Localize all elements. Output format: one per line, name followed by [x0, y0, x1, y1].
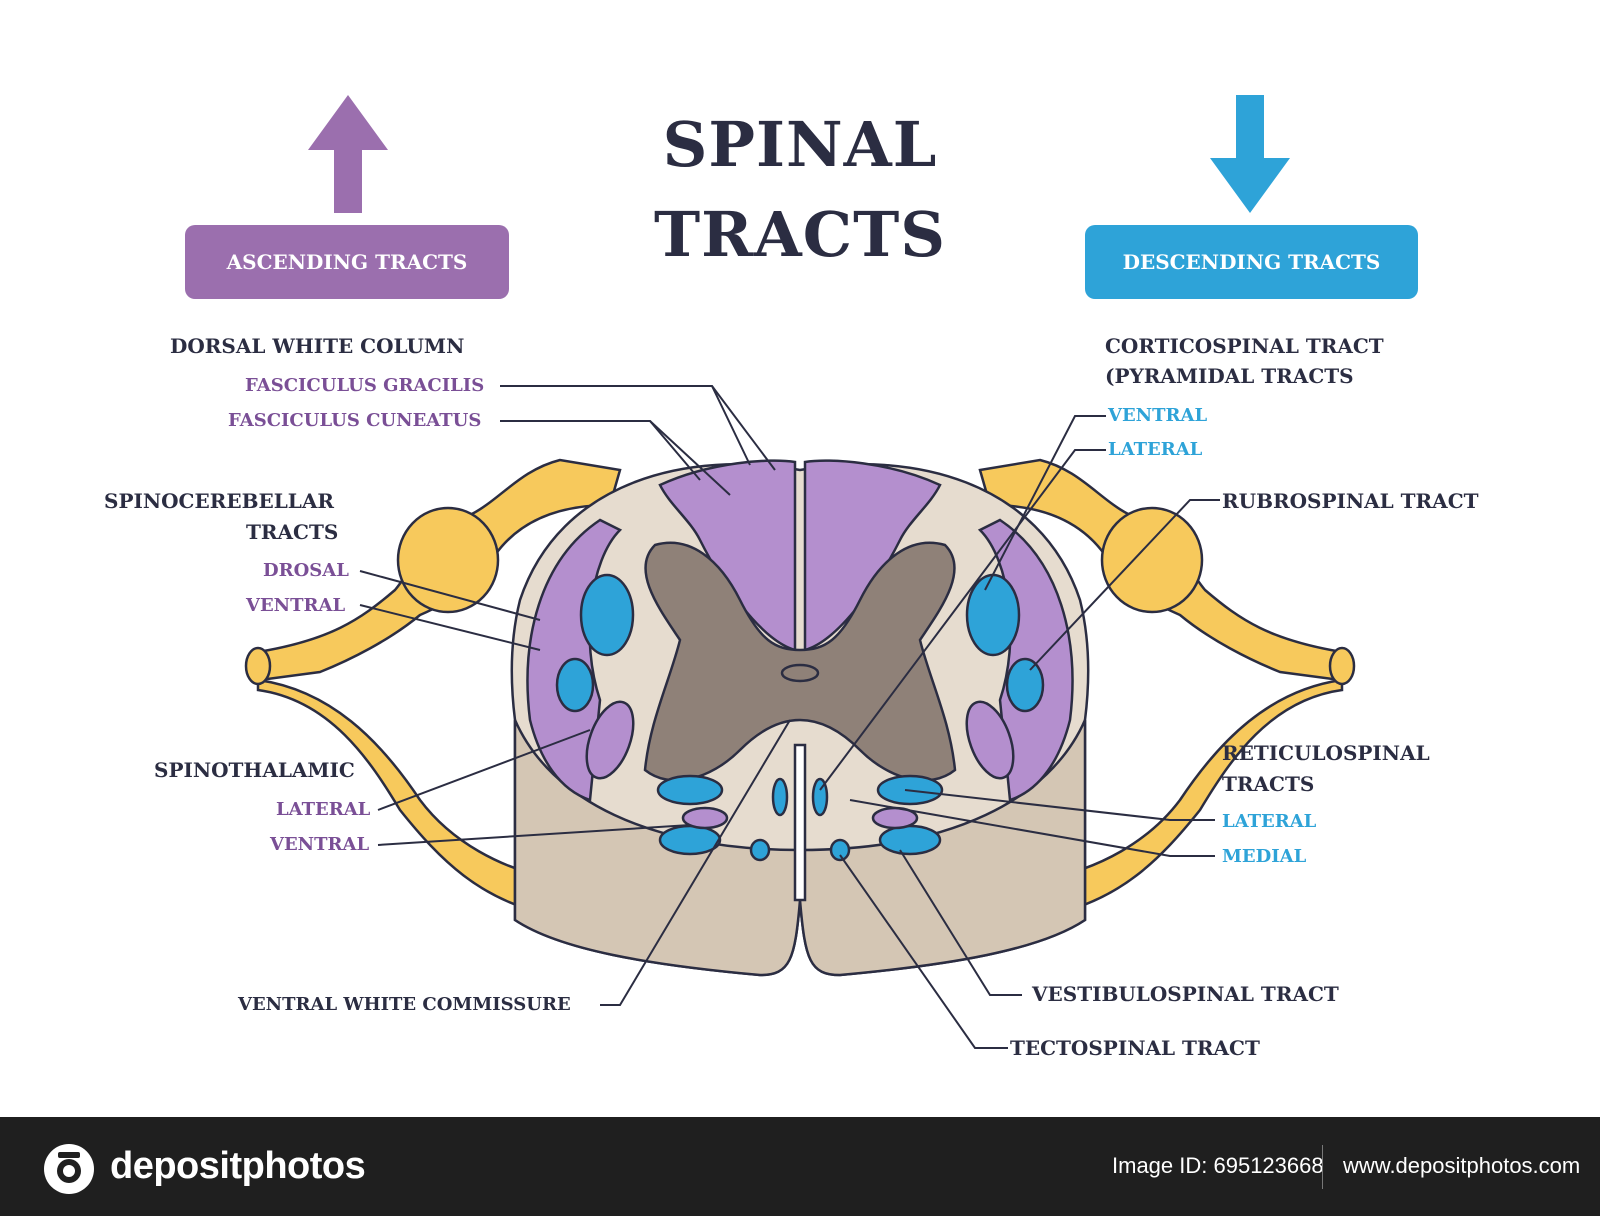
corticospinal-tract-label: CORTICOSPINAL TRACT — [1105, 334, 1384, 358]
fasciculus-cuneatus-label: FASCICULUS CUNEATUS — [228, 410, 482, 431]
descending-tracts-banner: DESCENDING TRACTS — [1085, 225, 1418, 299]
pyramidal-tracts-label: (PYRAMIDAL TRACTS — [1105, 364, 1354, 388]
spinothalamic-label: SPINOTHALAMIC — [154, 758, 355, 782]
depositphotos-logo-icon — [44, 1144, 94, 1194]
ventral-white-commissure-label: VENTRAL WHITE COMMISSURE — [238, 994, 571, 1015]
spinal-cord-section — [510, 459, 1090, 977]
spinocerebellar-label: SPINOCEREBELLAR — [104, 489, 334, 513]
page-title: SPINAL TRACTS — [620, 100, 980, 280]
site-url[interactable]: www.depositphotos.com — [1343, 1153, 1581, 1178]
footer-bar: depositphotos Image ID: 695123668 www.de… — [0, 1117, 1600, 1216]
reticulospinal-tracts-label: TRACTS — [1222, 772, 1315, 796]
rubrospinal-tract-label: RUBROSPINAL TRACT — [1222, 489, 1479, 513]
reticulospinal-label: RETICULOSPINAL — [1222, 741, 1430, 765]
title-line-1: SPINAL — [662, 108, 938, 181]
reticulospinal-medial-label: MEDIAL — [1222, 846, 1307, 867]
ascending-tracts-banner: ASCENDING TRACTS — [185, 225, 509, 299]
leader-lines — [359, 385, 1220, 1049]
spinocerebellar-ventral-label: VENTRAL — [246, 595, 346, 616]
dorsal-white-column-label: DORSAL WHITE COLUMN — [170, 334, 465, 358]
descending-tracts-label: DESCENDING TRACTS — [1122, 250, 1381, 274]
spinal-cord-illustration — [244, 95, 1356, 1049]
reticulospinal-lateral-label: LATERAL — [1222, 811, 1317, 832]
corticospinal-ventral-label: VENTRAL — [1108, 405, 1208, 426]
brand-name: depositphotos — [110, 1145, 366, 1187]
fasciculus-gracilis-label: FASCICULUS GRACILIS — [245, 375, 485, 396]
spinocerebellar-tracts-label: TRACTS — [246, 520, 339, 544]
vestibulospinal-tract-label: VESTIBULOSPINAL TRACT — [1032, 982, 1339, 1006]
ascending-tracts-label: ASCENDING TRACTS — [226, 250, 468, 274]
title-line-2: TRACTS — [653, 198, 947, 271]
spinothalamic-lateral-label: LATERAL — [276, 799, 371, 820]
descending-arrow-icon — [1210, 95, 1290, 213]
ascending-arrow-icon — [308, 95, 388, 213]
spinocerebellar-drosal-label: DROSAL — [263, 560, 349, 581]
corticospinal-lateral-label: LATERAL — [1108, 439, 1203, 460]
footer-divider — [1322, 1145, 1323, 1189]
spinothalamic-ventral-label: VENTRAL — [270, 834, 370, 855]
image-id: Image ID: 695123668 — [1112, 1153, 1324, 1178]
tectospinal-tract-label: TECTOSPINAL TRACT — [1010, 1036, 1260, 1060]
